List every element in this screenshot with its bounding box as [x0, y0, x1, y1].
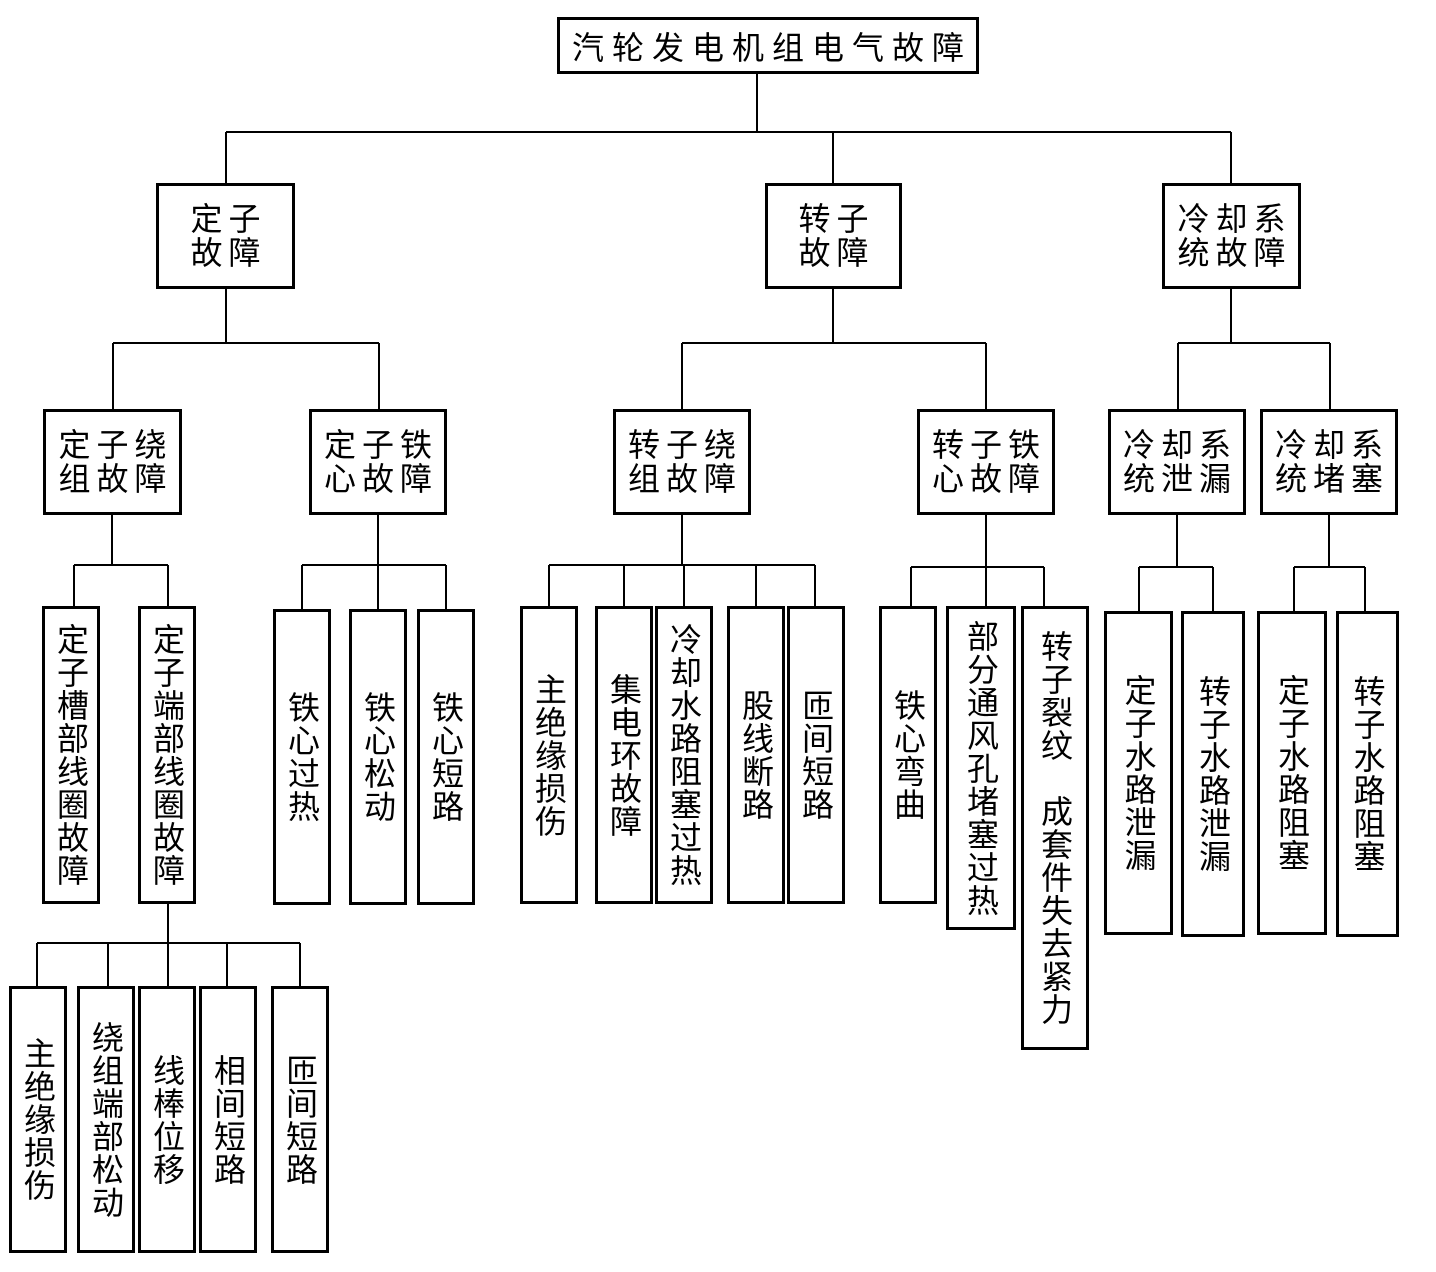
- node-cooling-leak: 冷却系 统泄漏: [1108, 409, 1246, 515]
- leaf-end-loose-label: 绕组端部松动: [87, 1020, 125, 1219]
- leaf-rotor-turn-short: 匝间短路: [787, 606, 845, 904]
- leaf-core-short: 铁心短路: [417, 609, 475, 905]
- leaf-rotor-main-insulation: 主绝缘损伤: [520, 606, 578, 904]
- root-node: 汽轮发电机组电气故障: [557, 17, 979, 74]
- node-rotor-fault: 转子 故障: [765, 183, 902, 289]
- leaf-rotor-water-block: 转子水路阻塞: [1336, 611, 1399, 937]
- leaf-end-main-insulation-label: 主绝缘损伤: [19, 1037, 57, 1202]
- node-rotor-core-fault-label: 转子铁 心故障: [931, 426, 1046, 498]
- node-stator-winding-fault: 定子绕 组故障: [43, 409, 182, 515]
- leaf-cooling-water-block-overheat: 冷却水路阻塞过热: [655, 606, 713, 904]
- leaf-core-overheat-label: 铁心过热: [283, 691, 321, 823]
- leaf-phase-short: 相间短路: [199, 986, 257, 1253]
- node-stator-fault: 定子 故障: [156, 183, 295, 289]
- leaf-rotor-crack-loose: 转子裂纹 成套件失去紧力: [1021, 606, 1089, 1050]
- node-stator-core-fault-label: 定子铁 心故障: [323, 426, 438, 498]
- node-rotor-fault-label: 转子 故障: [798, 200, 875, 272]
- leaf-phase-short-label: 相间短路: [209, 1053, 247, 1186]
- node-stator-winding-fault-label: 定子绕 组故障: [58, 426, 173, 498]
- leaf-collector-ring: 集电环故障: [595, 606, 653, 904]
- leaf-cooling-water-block-overheat-label: 冷却水路阻塞过热: [665, 623, 703, 887]
- root-label: 汽轮发电机组电气故障: [571, 28, 972, 67]
- node-stator-end-coil-label: 定子端部线圈故障: [148, 623, 186, 887]
- leaf-core-short-label: 铁心短路: [427, 691, 465, 823]
- leaf-end-turn-short-label: 匝间短路: [281, 1053, 319, 1186]
- node-stator-end-coil: 定子端部线圈故障: [138, 606, 196, 904]
- node-cooling-block-label: 冷却系 统堵塞: [1274, 426, 1389, 498]
- leaf-bar-displacement: 线棒位移: [138, 986, 196, 1253]
- node-cooling-fault-label: 冷却系 统故障: [1177, 200, 1292, 272]
- leaf-rotor-core-bend-label: 铁心弯曲: [889, 689, 927, 821]
- leaf-rotor-water-block-label: 转子水路阻塞: [1348, 675, 1387, 873]
- leaf-stator-slot-coil: 定子槽部线圈故障: [42, 606, 100, 904]
- leaf-core-loose-label: 铁心松动: [359, 691, 397, 823]
- leaf-stator-water-leak-label: 定子水路泄漏: [1119, 674, 1158, 872]
- leaf-rotor-main-insulation-label: 主绝缘损伤: [530, 672, 568, 838]
- leaf-rotor-water-leak-label: 转子水路泄漏: [1194, 675, 1232, 873]
- leaf-end-turn-short: 匝间短路: [271, 986, 329, 1253]
- node-stator-core-fault: 定子铁 心故障: [309, 409, 447, 515]
- leaf-stator-slot-coil-label: 定子槽部线圈故障: [52, 623, 90, 887]
- leaf-vent-block-overheat-label: 部分通风孔堵塞过热: [962, 619, 1000, 917]
- leaf-bar-displacement-label: 线棒位移: [148, 1053, 186, 1186]
- leaf-stator-water-block: 定子水路阻塞: [1257, 611, 1327, 935]
- node-stator-fault-label: 定子 故障: [190, 200, 267, 272]
- node-cooling-fault: 冷却系 统故障: [1162, 183, 1301, 289]
- leaf-core-overheat: 铁心过热: [273, 609, 331, 905]
- leaf-strand-break: 股线断路: [727, 606, 785, 904]
- node-rotor-winding-fault: 转子绕 组故障: [613, 409, 751, 515]
- node-rotor-core-fault: 转子铁 心故障: [917, 409, 1055, 515]
- node-rotor-winding-fault-label: 转子绕 组故障: [627, 426, 742, 498]
- leaf-rotor-water-leak: 转子水路泄漏: [1181, 611, 1245, 937]
- leaf-vent-block-overheat: 部分通风孔堵塞过热: [946, 606, 1016, 930]
- leaf-rotor-turn-short-label: 匝间短路: [797, 689, 835, 821]
- leaf-core-loose: 铁心松动: [349, 609, 407, 905]
- leaf-stator-water-block-label: 定子水路阻塞: [1273, 674, 1311, 872]
- leaf-rotor-core-bend: 铁心弯曲: [879, 606, 937, 904]
- leaf-stator-water-leak: 定子水路泄漏: [1104, 611, 1173, 935]
- leaf-rotor-crack-loose-label: 转子裂纹 成套件失去紧力: [1036, 630, 1074, 1026]
- leaf-collector-ring-label: 集电环故障: [605, 672, 643, 838]
- node-cooling-leak-label: 冷却系 统泄漏: [1122, 426, 1237, 498]
- leaf-strand-break-label: 股线断路: [737, 689, 775, 821]
- leaf-end-main-insulation: 主绝缘损伤: [9, 986, 67, 1253]
- leaf-end-loose: 绕组端部松动: [77, 986, 135, 1253]
- node-cooling-block: 冷却系 统堵塞: [1260, 409, 1398, 515]
